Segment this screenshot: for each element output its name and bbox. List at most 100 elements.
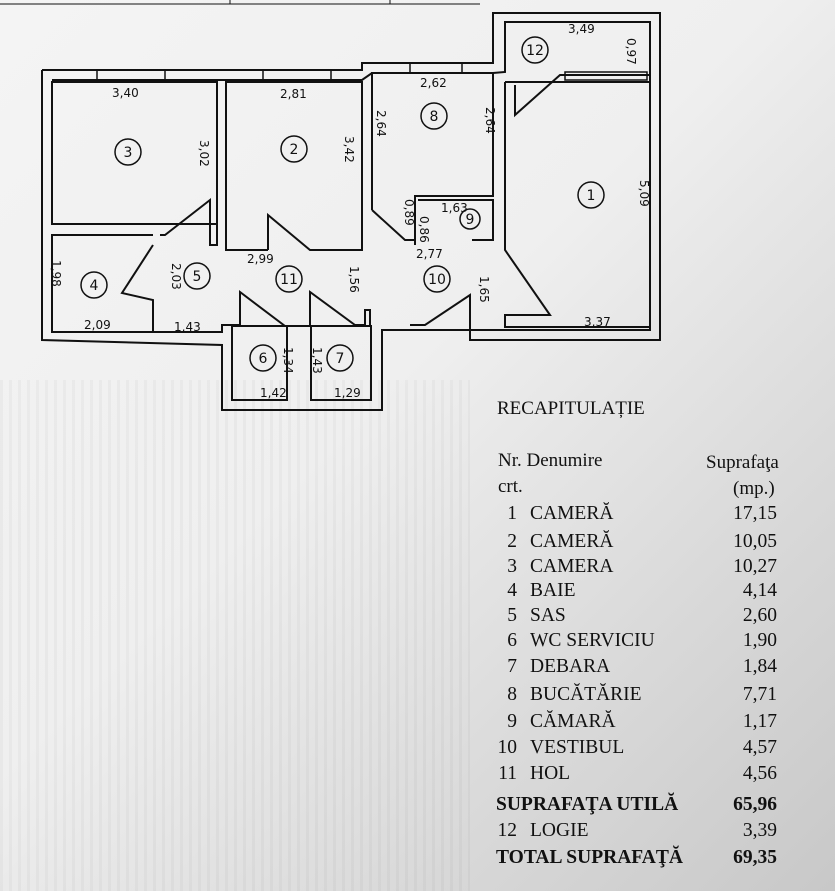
recap-row: SUPRAFAŢA UTILĂ 65,96: [490, 794, 785, 818]
row-name: BUCĂTĂRIE: [530, 684, 642, 705]
room-8-label: 8: [430, 109, 439, 125]
recap-row: 3 CAMERA 10,27: [490, 556, 785, 580]
row-name: CAMERĂ: [530, 503, 614, 524]
dim: 1,65: [477, 276, 491, 303]
recap-row: 1 CAMERĂ 17,15: [490, 503, 785, 527]
dim: 2,03: [169, 263, 183, 290]
row-area: 4,57: [742, 737, 777, 758]
room-3-label: 3: [124, 145, 133, 161]
row-area: 4,14: [742, 580, 777, 601]
row-number: 8: [507, 684, 517, 705]
row-number: 5: [507, 605, 517, 626]
dim: 2,62: [420, 76, 447, 90]
dim: 1,29: [334, 386, 361, 400]
room-3: [51, 81, 218, 225]
room-9: [418, 199, 494, 241]
row-area: 10,27: [733, 556, 777, 577]
row-number: 6: [507, 630, 517, 651]
row-number: 2: [507, 531, 517, 552]
room-12-label: 12: [526, 43, 544, 59]
row-area: 4,56: [742, 763, 777, 784]
row-name: HOL: [530, 763, 571, 784]
room-6: [231, 325, 288, 401]
dim: 3,40: [112, 86, 139, 100]
room-1-label: 1: [587, 188, 596, 204]
row-name: SAS: [530, 605, 566, 626]
dim: 0,86: [417, 216, 431, 243]
dim: 3,02: [197, 140, 211, 167]
outer-wall: [41, 12, 661, 411]
dim: 3,42: [342, 136, 356, 163]
recap-row: 10 VESTIBUL 4,57: [490, 737, 785, 761]
floor-plan: 1 2 3 4 5 6 7 8 9 10 11 12 5,09 3,37 2,8…: [0, 0, 661, 411]
recap-row: 11 HOL 4,56: [490, 763, 785, 787]
row-area: 69,35: [733, 847, 777, 868]
row-name: DEBARA: [530, 656, 611, 677]
row-area: 65,96: [733, 794, 777, 815]
recap-row: 2 CAMERĂ 10,05: [490, 531, 785, 555]
row-area: 17,15: [733, 503, 777, 524]
col-nr-header: Nr. Denumire: [498, 450, 603, 471]
row-number: 3: [507, 556, 517, 577]
row-area: 1,84: [742, 656, 777, 677]
col-crt-header: crt.: [498, 476, 523, 497]
recap-row: 7 DEBARA 1,84: [490, 656, 785, 680]
row-name: LOGIE: [530, 820, 589, 841]
row-area: 1,17: [742, 711, 777, 732]
row-area: 10,05: [733, 531, 777, 552]
room-6-label: 6: [259, 351, 268, 367]
dim: 2,64: [374, 110, 388, 137]
row-area: 2,60: [742, 605, 777, 626]
room-7: [310, 325, 372, 401]
room-1: [504, 81, 651, 328]
dim: 3,49: [568, 22, 595, 36]
recap-row: TOTAL SUPRAFAŢĂ 69,35: [490, 847, 785, 871]
dim: 1,63: [441, 201, 468, 215]
row-area: 1,90: [742, 630, 777, 651]
recap-row: 8 BUCĂTĂRIE 7,71: [490, 684, 785, 708]
room-5: [160, 197, 218, 246]
recap-row: 6 WC SERVICIU 1,90: [490, 630, 785, 654]
row-name: WC SERVICIU: [530, 630, 655, 651]
dim: 2,77: [416, 247, 443, 261]
row-number: 7: [507, 656, 517, 677]
dim: 1,56: [347, 266, 361, 293]
row-name: SUPRAFAŢA UTILĂ: [496, 794, 679, 815]
dim: 1,34: [281, 347, 295, 374]
dim: 2,99: [247, 252, 274, 266]
dim: 5,09: [637, 180, 651, 207]
row-name: CAMERĂ: [530, 531, 614, 552]
dim: 2,81: [280, 87, 307, 101]
col-unit-header: (mp.): [733, 478, 775, 499]
row-name: BAIE: [530, 580, 576, 601]
room-10-label: 10: [428, 272, 446, 288]
room-8: [371, 72, 494, 245]
room-11-label: 11: [280, 272, 298, 288]
dim: 2,64: [483, 107, 497, 134]
recap-row: 9 CĂMARĂ 1,17: [490, 711, 785, 735]
row-area: 7,71: [742, 684, 777, 705]
row-name: CĂMARĂ: [530, 711, 616, 732]
dim: 1,42: [260, 386, 287, 400]
row-number: 9: [507, 711, 517, 732]
row-name: TOTAL SUPRAFAŢĂ: [496, 847, 683, 868]
dim: 1,98: [49, 260, 63, 287]
row-number: 11: [498, 763, 517, 784]
recap-title: RECAPITULAȚIE: [497, 398, 645, 419]
scan-texture: [0, 380, 470, 891]
room-7-label: 7: [336, 351, 345, 367]
row-name: VESTIBUL: [530, 737, 625, 758]
row-name: CAMERA: [530, 556, 614, 577]
dim: 0,97: [624, 38, 638, 65]
col-area-header: Suprafaţa: [706, 452, 779, 473]
row-area: 3,39: [742, 820, 777, 841]
dim: 2,09: [84, 318, 111, 332]
room-4-label: 4: [90, 278, 99, 294]
dim: 0,89: [402, 199, 416, 226]
row-number: 1: [507, 503, 517, 524]
recap-row: 5 SAS 2,60: [490, 605, 785, 629]
row-number: 10: [497, 737, 518, 758]
room-5-label: 5: [193, 269, 202, 285]
